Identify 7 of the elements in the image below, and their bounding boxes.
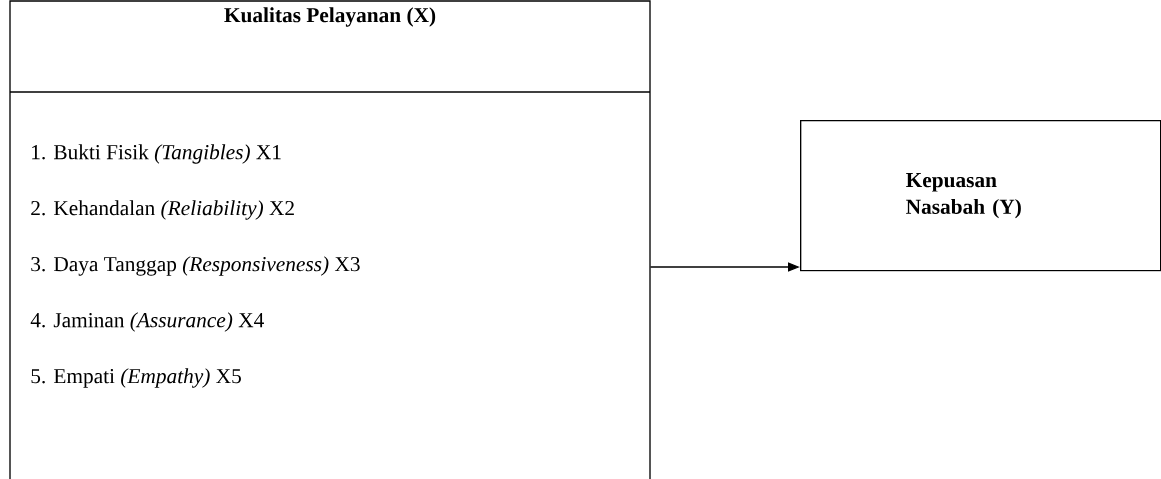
heading: Kualitas Pelayanan (X) <box>224 7 436 27</box>
list-item: 2. Kehandalan (Reliability) X2 <box>31 200 294 220</box>
process-box: Kepuasan Nasabah (Y) <box>800 120 1161 272</box>
list-item: 3. Daya Tanggap (Responsiveness) X3 <box>31 256 360 276</box>
list-item: 4. Jaminan (Assurance) X4 <box>30 312 264 332</box>
list-item: 1. Bukti Fisik (Tangibles) X1 <box>32 144 281 164</box>
list-item: 5. Empati (Empathy) X5 <box>31 368 241 388</box>
